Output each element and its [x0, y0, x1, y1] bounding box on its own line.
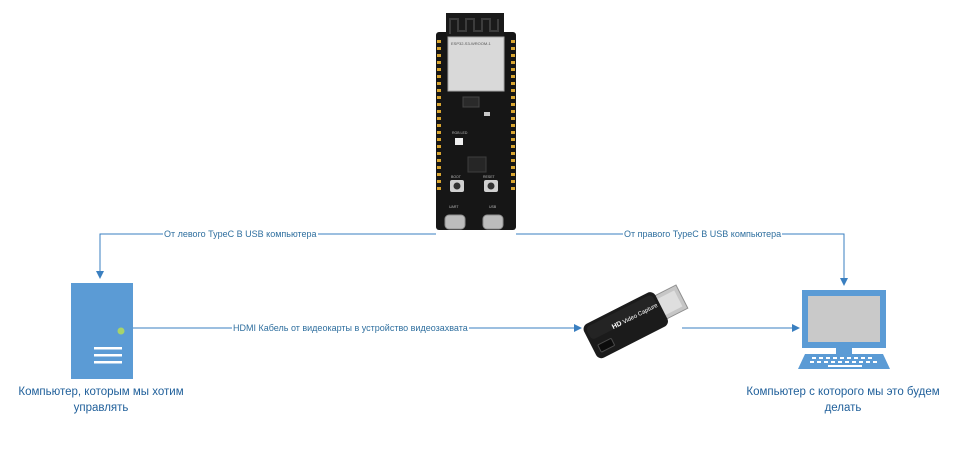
- server-tower-icon: [71, 283, 133, 379]
- board-module-text: ESP32-S3-WROOM-1: [451, 41, 492, 46]
- right-usb-label: От правого TypeC В USB компьютера: [623, 229, 783, 240]
- controlled-pc-caption: Компьютер, которым мы хотим управлять: [18, 386, 184, 414]
- monitor-icon: [798, 290, 890, 369]
- hdmi-label: HDMI Кабель от видеокарты в устройство в…: [232, 323, 469, 334]
- controller-pc-caption: Компьютер с которого мы это будем делать: [746, 386, 940, 414]
- board-led-text: RGB LED: [452, 131, 468, 135]
- video-capture-device: HD Video Capture: [583, 284, 689, 359]
- board-usb-text: USB: [489, 205, 497, 209]
- left-usb-label: От левого TypeC В USB компьютера: [163, 229, 318, 240]
- esp32-board: ESP32-S3-WROOM-1 RGB LED BOOT RESET UART…: [436, 13, 516, 230]
- left-usb-connector: [96, 233, 436, 279]
- board-uart-text: UART: [449, 205, 459, 209]
- board-boot-text: BOOT: [451, 175, 462, 179]
- board-reset-text: RESET: [483, 175, 496, 179]
- capture-hd-text: HD: [611, 320, 623, 331]
- right-usb-connector: [516, 233, 848, 286]
